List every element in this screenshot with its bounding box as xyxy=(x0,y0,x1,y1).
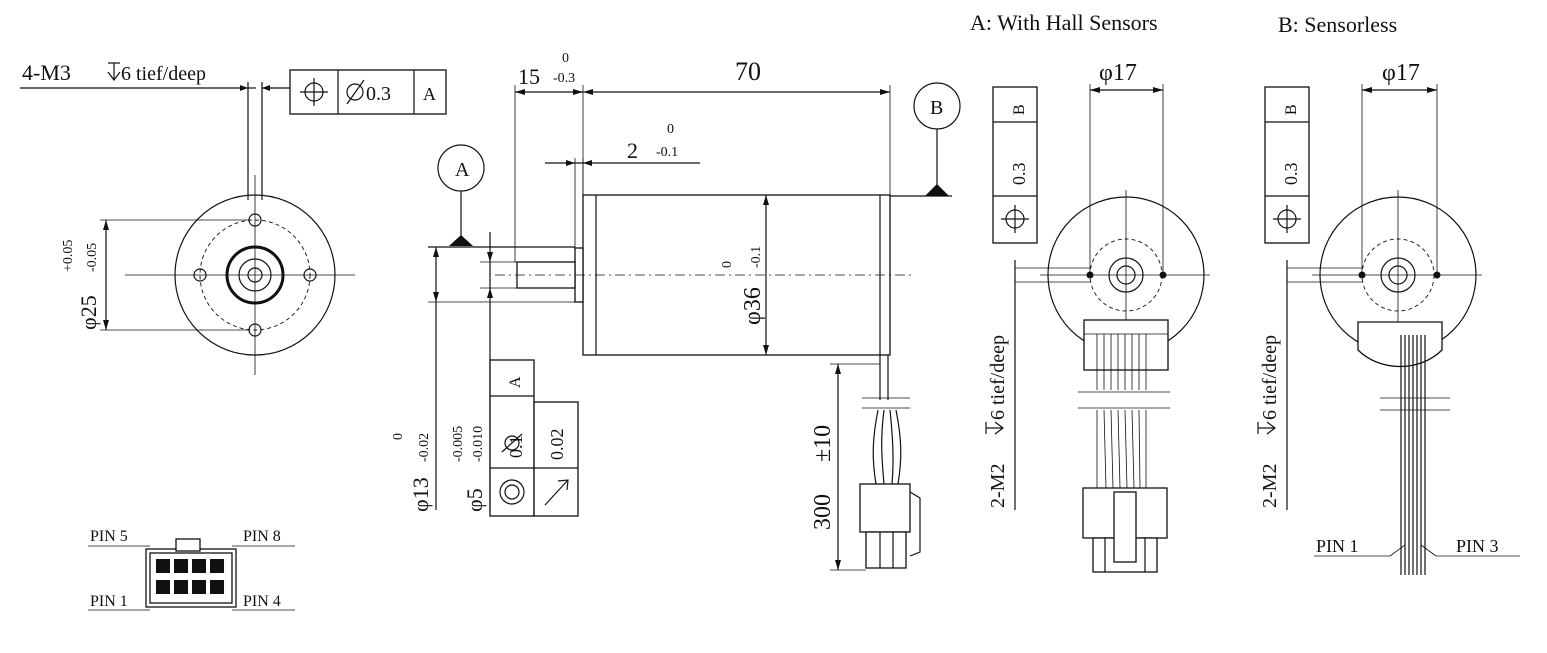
front-pcd: φ25 xyxy=(76,295,101,330)
body-diameter-tol-upper: 0 xyxy=(720,261,735,268)
front-pcd-tol-lower: -0.05 xyxy=(85,243,100,272)
front-pcd-tol-upper: +0.05 xyxy=(61,240,76,272)
overall-length: 70 xyxy=(735,57,761,86)
concentricity-value: 0.1 xyxy=(506,436,526,459)
counterbore-depth-icon xyxy=(1257,421,1276,435)
diameter-icon xyxy=(501,433,523,453)
position-icon xyxy=(1273,205,1301,233)
view-b-pin1-label: PIN 1 xyxy=(1316,536,1359,556)
pin8-label: PIN 8 xyxy=(243,528,281,545)
concentricity-datum: A xyxy=(507,376,524,388)
datum-triangle-icon xyxy=(449,235,473,246)
lead-length: 300 xyxy=(810,494,836,530)
front-thread-depth: 6 tief/deep xyxy=(121,63,206,85)
side-gdt-frame: A 0.1 0.02 xyxy=(489,359,579,517)
counterbore-depth-icon xyxy=(107,62,121,81)
shaft-tol-upper: -0.005 xyxy=(451,426,466,462)
datum-triangle-icon xyxy=(925,184,949,196)
view-b-thread-depth: 6 tief/deep xyxy=(1259,335,1281,420)
front-gdt-frame: 0.3 A xyxy=(289,69,447,115)
body-diameter-tol-lower: -0.1 xyxy=(749,246,764,268)
front-thread-note: 4-M3 xyxy=(22,60,71,85)
view-a-thread-depth: 6 tief/deep xyxy=(987,335,1009,420)
connector-pinout: PIN 5 PIN 8 PIN 1 PIN 4 xyxy=(88,528,295,611)
shaft-length-tol-lower: -0.3 xyxy=(553,71,575,86)
shaft-tol-lower: -0.010 xyxy=(471,426,486,462)
view-b-title: B: Sensorless xyxy=(1278,12,1397,37)
view-b-gdt-datum: B xyxy=(1283,104,1300,115)
concentricity-icon xyxy=(499,479,525,505)
pilot-tol-lower: -0.02 xyxy=(417,433,432,462)
front-gdt-value: 0.3 xyxy=(366,83,391,105)
flange-step: 2 xyxy=(627,138,638,163)
position-icon xyxy=(300,78,328,106)
flange-step-tol-upper: 0 xyxy=(667,122,674,137)
side-view: 15 0 -0.3 70 2 0 -0.1 φ36 0 -0.1 xyxy=(391,51,961,571)
pin5-label: PIN 5 xyxy=(90,528,128,545)
shaft-length-tol-upper: 0 xyxy=(562,51,569,66)
front-view: 4-M3 6 tief/deep 0. xyxy=(20,60,447,375)
diameter-icon xyxy=(346,79,365,105)
runout-value: 0.02 xyxy=(547,429,567,461)
view-a-gdt-datum: B xyxy=(1011,104,1028,115)
view-a: A: With Hall Sensors φ17 B 0.3 2-M2 xyxy=(970,10,1210,573)
front-gdt-datum: A xyxy=(423,84,436,104)
counterbore-depth-icon xyxy=(985,421,1004,435)
shaft-diameter: φ5 xyxy=(462,488,487,512)
view-b: B: Sensorless φ17 B 0.3 2-M2 xyxy=(1257,12,1520,575)
datum-a-label: A xyxy=(455,159,470,181)
view-b-thread-note: 2-M2 xyxy=(1259,464,1281,508)
view-a-dim: φ17 xyxy=(1099,60,1137,86)
flange-step-tol-lower: -0.1 xyxy=(656,145,678,160)
body-diameter: φ36 xyxy=(740,287,766,325)
datum-b-marker: B xyxy=(890,82,961,197)
view-b-gdt-value: 0.3 xyxy=(1281,163,1301,186)
view-a-title: A: With Hall Sensors xyxy=(970,10,1158,35)
view-b-pin3-label: PIN 3 xyxy=(1456,536,1499,556)
view-b-dim: φ17 xyxy=(1382,60,1420,86)
shaft-length: 15 xyxy=(518,64,540,89)
datum-a-marker: A xyxy=(428,144,575,248)
runout-icon xyxy=(544,479,569,506)
position-icon xyxy=(1001,205,1029,233)
view-a-gdt-value: 0.3 xyxy=(1009,163,1029,186)
view-a-thread-note: 2-M2 xyxy=(987,464,1009,508)
lead-length-tol: ±10 xyxy=(810,425,836,462)
pilot-tol-upper: 0 xyxy=(391,433,406,440)
pin4-label: PIN 4 xyxy=(243,593,281,610)
pilot-diameter: φ13 xyxy=(408,477,433,512)
pin1-label: PIN 1 xyxy=(90,593,128,610)
datum-b-label: B xyxy=(930,97,943,119)
